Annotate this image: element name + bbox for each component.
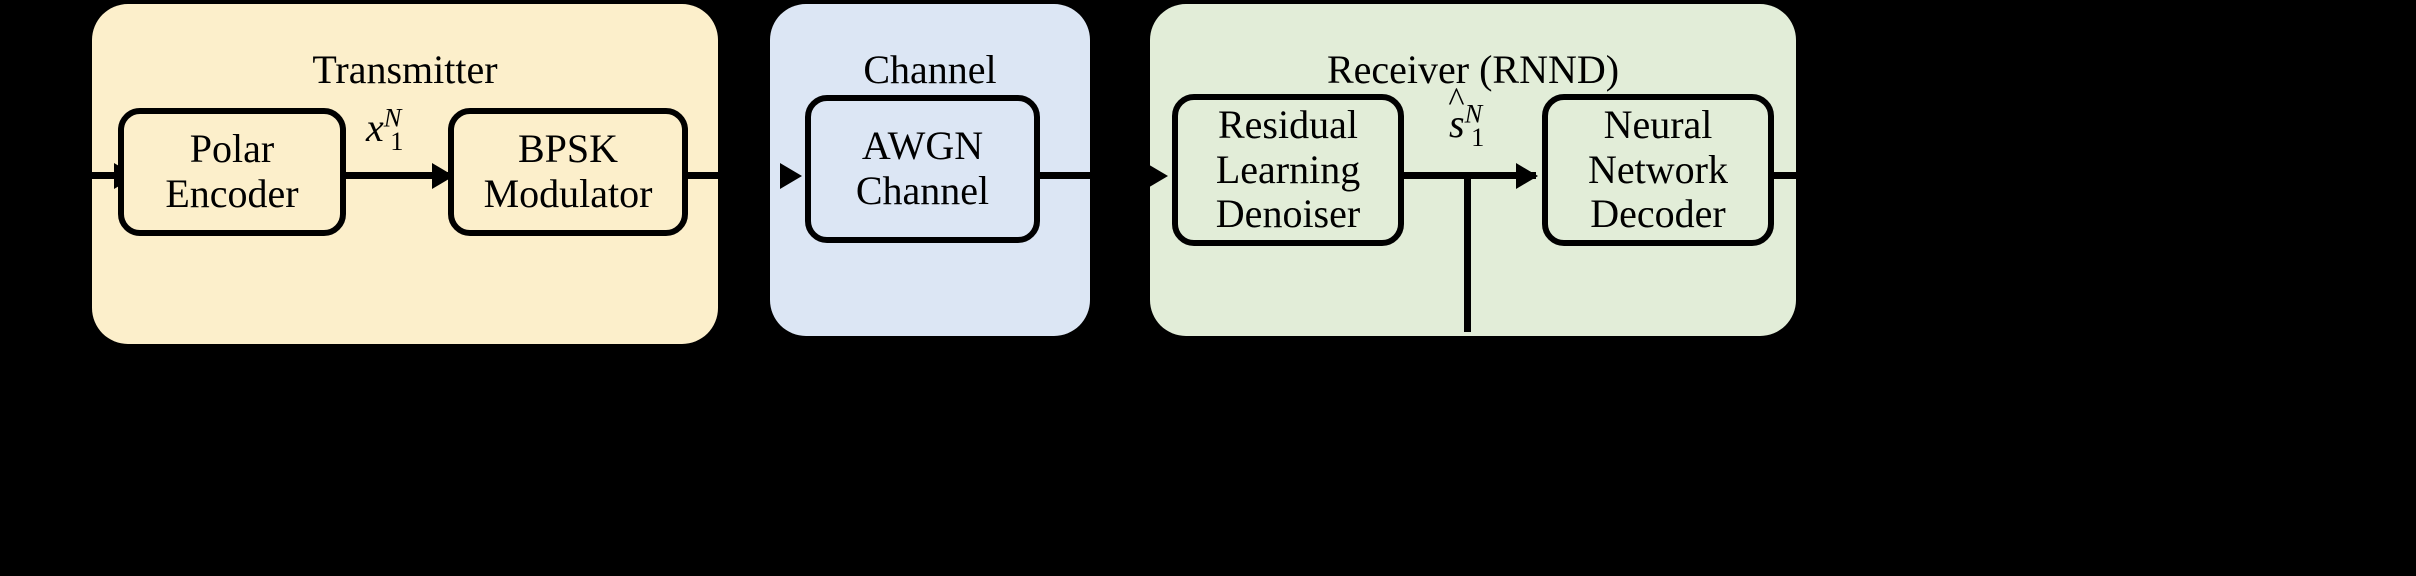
block-denoiser-line-3: Denoiser xyxy=(1215,191,1361,237)
wire-bpsk-to-channel xyxy=(684,172,780,179)
wire-denoised-feedback-branch xyxy=(1464,172,1471,332)
arrowhead-into-denoiser xyxy=(1146,163,1168,189)
block-awgn-channel[interactable]: AWGN Channel xyxy=(805,95,1040,243)
group-title-channel: Channel xyxy=(863,47,997,92)
block-neural-network-decoder[interactable]: Neural Network Decoder xyxy=(1542,94,1774,246)
wire-decoder-output xyxy=(1770,172,1812,179)
signal-s-base: s^ xyxy=(1448,80,1465,146)
block-polar-encoder[interactable]: Polar Encoder xyxy=(118,108,346,236)
wire-input-to-polar-encoder xyxy=(84,172,132,179)
block-awgn-channel-line-2: Channel xyxy=(855,168,990,213)
block-bpsk-modulator[interactable]: BPSK Modulator xyxy=(448,108,688,236)
block-decoder-line-1: Neural xyxy=(1603,101,1713,147)
block-bpsk-modulator-line-2: Modulator xyxy=(483,171,653,216)
block-residual-learning-denoiser[interactable]: Residual Learning Denoiser xyxy=(1172,94,1404,246)
signal-s-superscript: N xyxy=(1464,98,1483,129)
block-bpsk-modulator-line-1: BPSK xyxy=(517,126,619,172)
signal-s-subscript: 1 xyxy=(1471,122,1485,152)
arrowhead-into-awgn-channel xyxy=(780,163,802,189)
signal-label-s-hat-denoised: s^N1 xyxy=(1448,80,1484,150)
block-polar-encoder-line-2: Encoder xyxy=(165,171,299,216)
group-title-receiver: Receiver (RNND) xyxy=(1326,47,1620,92)
block-decoder-line-2: Network xyxy=(1588,146,1728,192)
signal-label-x-codeword: xN1 xyxy=(366,104,404,154)
block-awgn-channel-line-1: AWGN xyxy=(861,123,984,169)
signal-x-base: x xyxy=(366,105,384,150)
block-denoiser-line-1: Residual xyxy=(1218,101,1358,147)
block-polar-encoder-line-1: Polar xyxy=(189,126,275,172)
arrowhead-denoiser-to-decoder xyxy=(1516,163,1538,189)
signal-x-subscript: 1 xyxy=(390,126,404,156)
group-title-transmitter: Transmitter xyxy=(312,47,498,92)
wire-polar-encoder-to-bpsk xyxy=(344,172,452,179)
block-denoiser-line-2: Learning xyxy=(1215,146,1361,192)
signal-s-hat-accent: ^ xyxy=(1448,80,1465,119)
signal-x-superscript: N xyxy=(383,102,402,133)
block-decoder-line-3: Decoder xyxy=(1590,191,1726,237)
wire-channel-to-receiver xyxy=(1036,172,1160,179)
